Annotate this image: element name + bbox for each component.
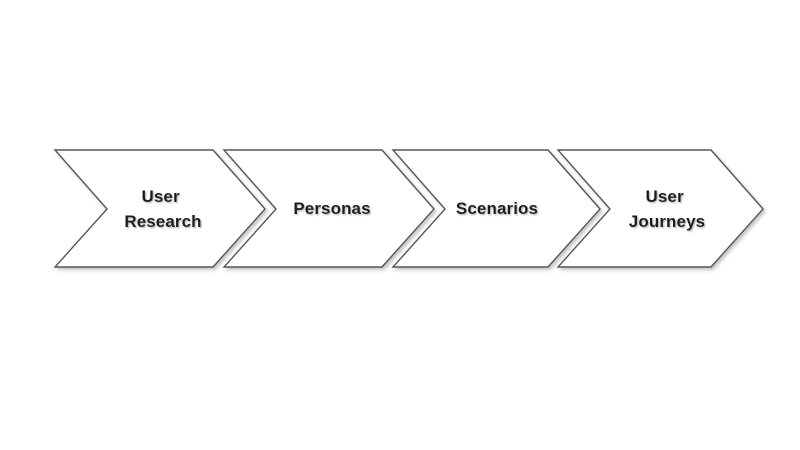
chevron-shape-2[interactable] — [222, 149, 435, 268]
chevron-label-1: User Research — [124, 187, 201, 231]
chevron-step-3[interactable]: Scenarios — [391, 149, 601, 268]
chevron-label-3: Scenarios — [456, 199, 538, 218]
chevron-step-1[interactable]: User Research — [53, 149, 266, 268]
chevron-label-2-line1: Personas — [293, 199, 370, 218]
chevron-label-3-line1: Scenarios — [456, 199, 538, 218]
chevron-label-1-line1: User — [141, 187, 179, 206]
chevron-step-2[interactable]: Personas — [222, 149, 435, 268]
chevron-shape-4[interactable] — [556, 149, 764, 268]
chevron-label-4-line1: User — [645, 187, 683, 206]
chevron-label-2: Personas — [293, 199, 370, 218]
chevron-shape-3[interactable] — [391, 149, 601, 268]
chevron-step-4[interactable]: User Journeys — [556, 149, 764, 268]
chevron-label-4: User Journeys — [629, 187, 705, 231]
chevron-label-4-line2: Journeys — [629, 212, 705, 231]
chevron-label-1-line2: Research — [124, 212, 201, 231]
chevron-shape-1[interactable] — [53, 149, 266, 268]
